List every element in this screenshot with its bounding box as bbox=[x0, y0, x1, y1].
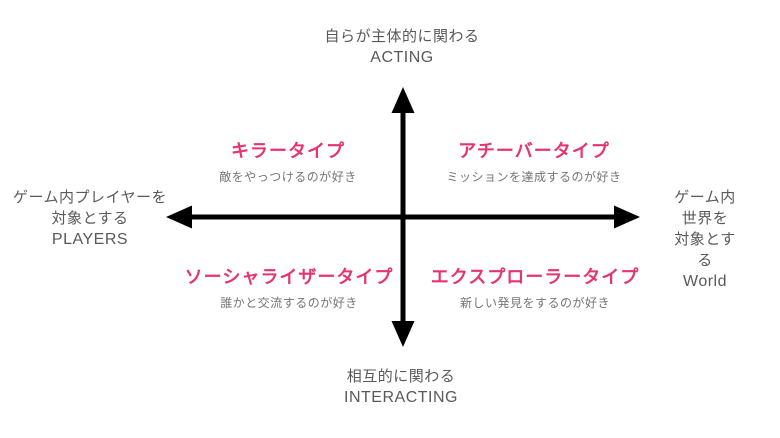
quadrant-killer-subtitle: 敵をやっつけるのが好き bbox=[219, 170, 357, 184]
quadrant-achiever-title: アチーバータイプ bbox=[458, 141, 610, 161]
quadrant-killer: キラータイプ 敵をやっつけるのが好き bbox=[219, 141, 357, 184]
quadrant-killer-title: キラータイプ bbox=[230, 141, 345, 161]
axis-bottom-jp-text: 相互的に関わる bbox=[346, 368, 456, 385]
quadrant-explorer-title: エクスプローラータイプ bbox=[430, 267, 640, 287]
arrowhead-down-icon bbox=[391, 321, 415, 347]
quadrant-socializer-title: ソーシャライザータイプ bbox=[184, 267, 394, 287]
axis-top-jp-text: 自らが主体的に関わる bbox=[324, 28, 480, 45]
axis-top-en-text: ACTING bbox=[370, 49, 434, 66]
quadrant-explorer: エクスプローラータイプ 新しい発見をするのが好き bbox=[431, 267, 639, 310]
quadrant-achiever: アチーバータイプ ミッションを達成するのが好き bbox=[446, 141, 621, 184]
axis-right-jp-line1: ゲーム内世界を bbox=[674, 189, 736, 227]
axis-label-right: ゲーム内世界を 対象とする World bbox=[668, 187, 743, 293]
quadrant-explorer-subtitle: 新しい発見をするのが好き bbox=[459, 296, 610, 310]
quadrant-socializer: ソーシャライザータイプ 誰かと交流するのが好き bbox=[185, 267, 394, 310]
axis-label-left: ゲーム内プレイヤーを 対象とする PLAYERS bbox=[13, 187, 167, 251]
axis-left-en-text: PLAYERS bbox=[51, 231, 129, 248]
axis-label-top: 自らが主体的に関わる ACTING bbox=[324, 26, 479, 69]
arrowhead-left-icon bbox=[166, 205, 192, 229]
axis-label-bottom: 相互的に関わる INTERACTING bbox=[344, 366, 458, 409]
quadrant-achiever-subtitle: ミッションを達成するのが好き bbox=[446, 170, 622, 184]
quadrant-socializer-subtitle: 誰かと交流するのが好き bbox=[220, 296, 358, 310]
arrowhead-right-icon bbox=[614, 205, 640, 229]
axis-right-en-text: World bbox=[683, 273, 727, 290]
axis-left-jp-line1: ゲーム内プレイヤーを bbox=[12, 189, 168, 206]
axis-left-jp-line2: 対象とする bbox=[51, 210, 129, 227]
axis-right-jp-line2: 対象とする bbox=[674, 231, 736, 269]
horizontal-axis-line bbox=[186, 214, 620, 220]
arrowhead-up-icon bbox=[391, 87, 415, 113]
axis-bottom-en-text: INTERACTING bbox=[344, 389, 458, 406]
